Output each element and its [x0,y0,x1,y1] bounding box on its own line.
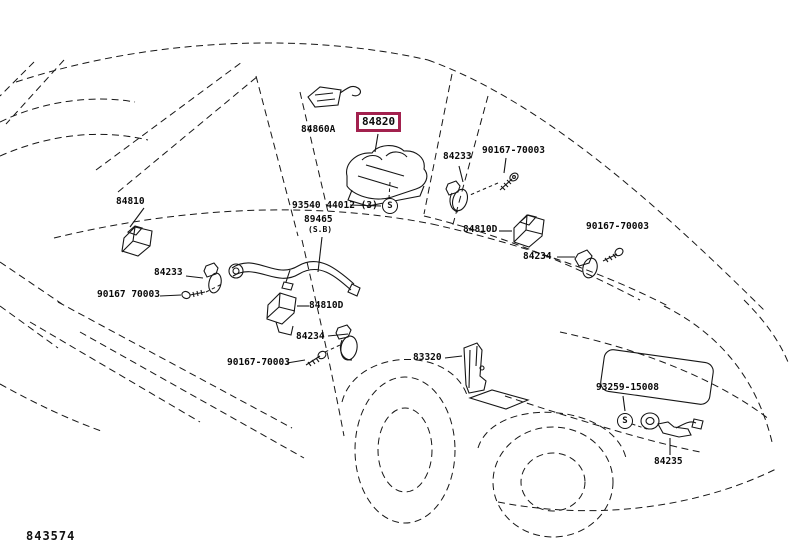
sketch-screw-center [305,344,341,367]
sketch-luggage-switch-84235 [640,412,704,438]
part-label-84235[interactable]: 84235 [654,456,683,467]
part-label-89465-sub: (S.B) [308,225,333,234]
part-label-90167-70003-right[interactable]: 90167-70003 [586,221,649,232]
part-label-84810d-center[interactable]: 84810D [309,300,344,311]
sketch-screw-left [181,283,223,300]
part-label-89465[interactable]: 89465 [304,214,333,225]
sketch-window-switch-84810d-right [513,214,545,248]
sketch-window-switch-84810d-center [266,292,297,336]
part-label-84810d-right[interactable]: 84810D [463,224,498,235]
car-outline [0,42,789,538]
part-label-93540-44012[interactable]: 93540 44012 (3) [292,200,378,211]
part-label-90167-70003-top-right[interactable]: 90167-70003 [482,145,545,156]
license-plate-recess [600,349,714,405]
sketch-fuel-sender-83320 [463,342,530,410]
part-label-90167-70003-center[interactable]: 90167-70003 [227,357,290,368]
part-label-84234-right[interactable]: 84234 [523,251,552,262]
part-label-84233-left[interactable]: 84233 [154,267,183,278]
part-label-84233-right[interactable]: 84233 [443,151,472,162]
part-label-84820-highlighted[interactable]: 84820 [356,112,402,132]
screw-symbol-icon: S [617,413,633,429]
sketch-courtesy-switch-84234-center [335,324,358,361]
screw-symbol-icon: S [382,198,398,214]
sketch-mirror-switch-84860a [307,85,361,108]
part-label-84860a[interactable]: 84860A [301,124,336,135]
sketch-courtesy-switch-84233-left [203,262,222,294]
sketch-courtesy-switch-84233-right [445,180,469,213]
part-label-84234-center[interactable]: 84234 [296,331,325,342]
sketch-courtesy-switch-84234-right [574,247,624,279]
part-label-83320[interactable]: 83320 [413,352,442,363]
sketch-screw-top-right [469,172,519,196]
figure-code: 843574 [26,529,76,543]
part-label-93259-15008[interactable]: 93259-15008 [596,382,659,393]
sketch-window-switch-84810-left [121,225,153,257]
part-label-84810[interactable]: 84810 [116,196,145,207]
sketch-wire-harness-89465 [228,261,361,297]
part-label-90167-70003-left[interactable]: 90167 70003 [97,289,160,300]
leader-lines [129,133,671,455]
sketch-master-switch-84820 [346,145,428,207]
